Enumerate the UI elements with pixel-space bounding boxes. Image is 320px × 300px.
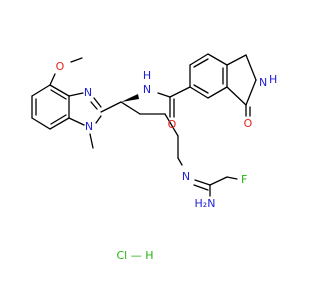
aliphatic-chain (100, 94, 183, 166)
amide-group (157, 86, 191, 118)
hydrochloride-label: Cl — H (116, 249, 153, 262)
n-methyl-group (89, 133, 94, 149)
nitrogen-lactam-label: N (259, 76, 267, 89)
oxygen-methoxy-label: O (56, 60, 65, 73)
nitrogen-amide-label: N (143, 83, 151, 96)
isoindolinone-lactam-ring (226, 54, 257, 117)
fluorine-label: F (241, 173, 247, 186)
nitrogen-benzimidazole-imine-label: N (84, 86, 92, 99)
nitrogen-benzimidazole-methyl-label: N (85, 120, 93, 133)
benzimidazole-imidazole-ring (68, 92, 102, 126)
isoindolinone-benzene-ring (189, 53, 228, 99)
fluoroacetamidine-group (193, 176, 238, 197)
methoxy-group (49, 57, 83, 86)
hydrogen-lactam-label: H (269, 73, 277, 86)
benzimidazole-benzene-ring (31, 84, 70, 130)
oxygen-amide-label: O (168, 118, 177, 131)
amino-amidine-label: H₂N (195, 197, 216, 210)
oxygen-lactam-label: O (244, 117, 253, 130)
hydrogen-amide-label: H (143, 69, 151, 82)
nitrogen-amidine-imine-label: N (182, 170, 190, 183)
molecule-diagram: O N N N H O N H O N H₂N F Cl — H (31, 53, 277, 262)
